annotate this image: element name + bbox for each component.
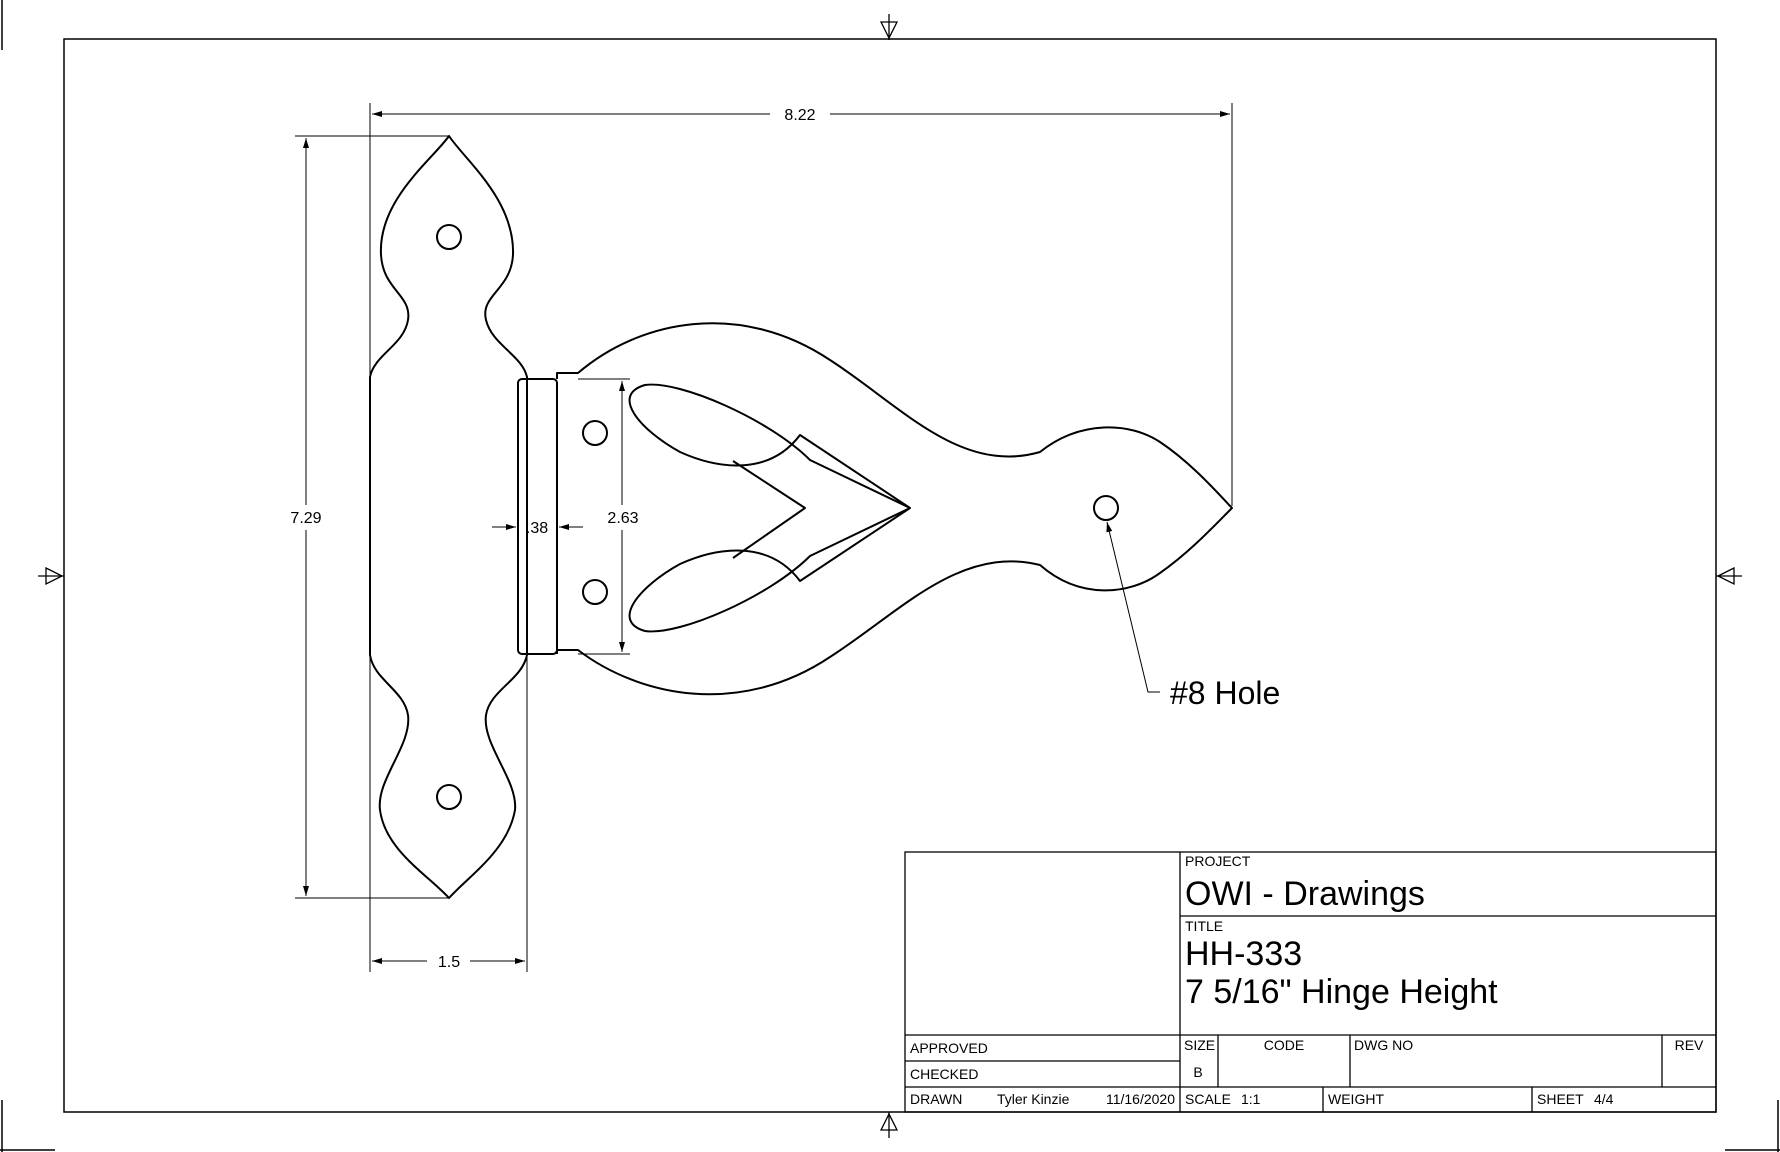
scale-value: 1:1 — [1241, 1091, 1261, 1107]
dimension-overall-width — [369, 103, 1233, 506]
project-label: PROJECT — [1185, 853, 1251, 869]
strap-end-hole — [1093, 495, 1119, 521]
strap-heart-cutout — [628, 383, 911, 633]
centering-mark-right — [1716, 566, 1742, 586]
checked-label: CHECKED — [910, 1066, 978, 1082]
title-line-1: HH-333 — [1185, 935, 1302, 973]
dimension-overall-height — [295, 135, 449, 899]
leaf-hole-bottom — [436, 784, 462, 810]
centering-mark-top — [879, 14, 899, 40]
sheet-label: SHEET — [1537, 1091, 1584, 1107]
dim-knuckle-width: .38 — [526, 520, 548, 537]
dim-leaf-width: 1.5 — [438, 954, 460, 971]
size-value: B — [1193, 1064, 1202, 1080]
strap-hole-upper — [582, 420, 608, 446]
dim-strap-height: 2.63 — [607, 510, 638, 527]
strap-inner-v — [732, 460, 806, 559]
rev-label: REV — [1675, 1037, 1704, 1053]
code-label: CODE — [1264, 1037, 1304, 1053]
hinge-knuckle — [517, 378, 558, 655]
leaf-hole-top — [436, 224, 462, 250]
strap-hole-lower — [582, 579, 608, 605]
approved-label: APPROVED — [910, 1040, 988, 1056]
dim-overall-width: 8.22 — [784, 107, 815, 124]
drawing-border — [63, 38, 1717, 1113]
centering-mark-bottom — [879, 1112, 899, 1138]
dimension-leaf-width — [369, 655, 528, 972]
drawn-label: DRAWN — [910, 1091, 962, 1107]
title-line-2: 7 5/16" Hinge Height — [1185, 973, 1498, 1011]
hinge-leaf — [369, 135, 528, 899]
title-block — [904, 851, 1717, 1113]
hole-callout-label: #8 Hole — [1170, 675, 1280, 711]
dim-overall-height: 7.29 — [290, 510, 321, 527]
drawn-date: 11/16/2020 — [1106, 1091, 1175, 1107]
hole-callout-leader — [1106, 521, 1160, 693]
centering-mark-left — [38, 566, 64, 586]
mounting-holes — [436, 224, 1119, 810]
scale-label: SCALE — [1185, 1091, 1231, 1107]
size-label: SIZE — [1184, 1037, 1215, 1053]
weight-label: WEIGHT — [1328, 1091, 1384, 1107]
project-value: OWI - Drawings — [1185, 875, 1425, 913]
sheet-value: 4/4 — [1594, 1091, 1614, 1107]
drawn-by: Tyler Kinzie — [997, 1091, 1070, 1107]
title-label: TITLE — [1185, 918, 1223, 934]
dwg-no-label: DWG NO — [1354, 1037, 1413, 1053]
hinge-strap — [556, 322, 1233, 696]
dimension-strap-height — [578, 378, 630, 655]
